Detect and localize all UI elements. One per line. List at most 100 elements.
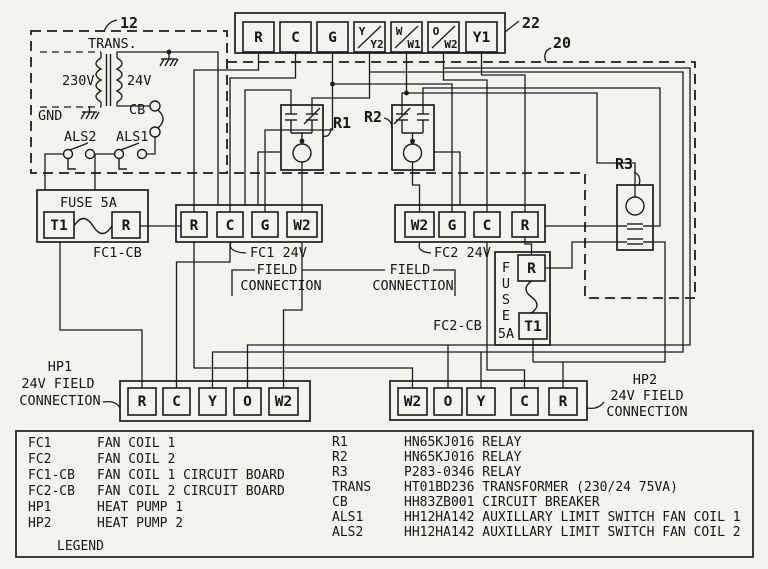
als2-switch-icon bbox=[62, 142, 96, 170]
terminal-y: Y bbox=[359, 25, 366, 38]
terminal-g: G bbox=[328, 30, 337, 46]
legend-term: FC2-CB bbox=[28, 484, 75, 499]
terminal-r: R bbox=[254, 30, 263, 46]
secondary-voltage: 24V bbox=[127, 73, 151, 89]
fc1cb-name: FC1-CB bbox=[93, 245, 142, 261]
ref-20: 20 bbox=[553, 34, 571, 52]
terminal-w: W bbox=[396, 25, 403, 38]
fc2-fuse-letter-e: E bbox=[502, 308, 510, 324]
cb-label: CB bbox=[129, 102, 145, 118]
relay-coil-icon bbox=[625, 196, 645, 216]
legend-term: R3 bbox=[332, 465, 348, 480]
hp1-terminal-w2: W2 bbox=[275, 394, 292, 410]
hp1-terminal-c: C bbox=[172, 394, 181, 410]
hp2-terminal-o: O bbox=[444, 394, 453, 410]
hp2-terminal-w2: W2 bbox=[404, 394, 421, 410]
relay-contacts bbox=[285, 107, 321, 144]
relay-coil-icon bbox=[402, 143, 423, 163]
transformer-title: TRANS. bbox=[88, 36, 137, 52]
r1-label: R1 bbox=[333, 114, 351, 132]
fc1-terminal-r: R bbox=[190, 218, 199, 234]
transformer-unit-boundary bbox=[30, 30, 228, 174]
hp1-terminal-r: R bbox=[138, 394, 147, 410]
terminal-o: O bbox=[433, 25, 440, 38]
hp2-label-1: HP2 bbox=[633, 372, 657, 388]
gnd-ground-icon bbox=[80, 106, 100, 120]
legend-def: FAN COIL 2 bbox=[97, 452, 175, 467]
ref-12: 12 bbox=[120, 14, 138, 32]
hp2-terminal-strip: W2 O Y C R HP2 24V FIELD CONNECTION bbox=[389, 372, 688, 421]
transformer-primary-coil bbox=[95, 57, 103, 103]
hp1-label-3: CONNECTION bbox=[19, 393, 100, 409]
fc1-connection-label: CONNECTION bbox=[240, 278, 321, 294]
fc2-fuse-amps: 5A bbox=[498, 326, 514, 342]
legend-term: ALS1 bbox=[332, 510, 363, 525]
fc1-terminal-g: G bbox=[261, 218, 270, 234]
fc1-terminal-c: C bbox=[226, 218, 235, 234]
legend: FC1 FAN COIL 1 FC2 FAN COIL 2 FC1-CB FAN… bbox=[15, 430, 754, 558]
legend-def: FAN COIL 1 CIRCUIT BOARD bbox=[97, 468, 285, 483]
fc2-circuit-board: F U S E 5A R T1 FC2-CB bbox=[433, 251, 551, 346]
fuse-icon bbox=[73, 217, 113, 235]
terminal-w2: W2 bbox=[444, 38, 457, 51]
legend-term: R2 bbox=[332, 450, 348, 465]
fc2-terminal-r: R bbox=[521, 218, 530, 234]
relay-r2: R2 bbox=[364, 104, 435, 171]
fc2-terminal-c: C bbox=[483, 218, 492, 234]
fc1cb-t1-terminal: T1 bbox=[50, 218, 68, 234]
gnd-label: GND bbox=[38, 108, 62, 124]
fc1-field-label: FIELD bbox=[257, 262, 298, 278]
legend-term: HP1 bbox=[28, 500, 51, 515]
fc2-name: FC2 24V bbox=[434, 245, 491, 261]
fc2cb-t1-terminal: T1 bbox=[524, 319, 542, 335]
fc1-terminal-strip: R C G W2 FC1 24V FIELD CONNECTION bbox=[175, 204, 323, 294]
wires bbox=[44, 49, 691, 388]
hp2-terminal-r: R bbox=[559, 394, 568, 410]
legend-term: CB bbox=[332, 495, 348, 510]
ref-labels: 12 20 bbox=[103, 14, 571, 63]
fc2-fuse-letter-s: S bbox=[502, 292, 510, 308]
ground-icon bbox=[159, 52, 179, 67]
legend-term: TRANS bbox=[332, 480, 371, 495]
hp2-label-2: 24V FIELD bbox=[610, 388, 683, 404]
hp1-terminal-y: Y bbox=[208, 394, 217, 410]
legend-term: FC1 bbox=[28, 436, 51, 451]
r2-label: R2 bbox=[364, 108, 382, 126]
fuse-icon bbox=[525, 280, 538, 314]
legend-term: HP2 bbox=[28, 516, 51, 531]
hp1-label-1: HP1 bbox=[48, 359, 72, 375]
transformer-secondary-coil bbox=[115, 57, 123, 103]
fc2-terminal-strip: W2 G C R FC2 24V FIELD CONNECTION bbox=[372, 204, 546, 294]
thermostat-terminal-strip: R C G Y Y2 W W1 O W2 Y1 22 bbox=[234, 12, 540, 54]
legend-term: R1 bbox=[332, 435, 348, 450]
fc2cb-r-terminal: R bbox=[527, 261, 536, 277]
hp1-terminal-strip: HP1 24V FIELD CONNECTION R C Y O W2 bbox=[19, 359, 311, 422]
fc2-fuse-letter-f: F bbox=[502, 260, 510, 276]
legend-def: HEAT PUMP 2 bbox=[97, 516, 183, 531]
legend-def: HT01BD236 TRANSFORMER (230/24 75VA) bbox=[404, 480, 678, 495]
legend-title: LEGEND bbox=[57, 539, 104, 554]
legend-def: HN65KJ016 RELAY bbox=[404, 450, 522, 465]
terminal-c: C bbox=[291, 30, 300, 46]
als1-label: ALS1 bbox=[116, 129, 149, 145]
relay-r3: R3 bbox=[615, 155, 654, 251]
fc2-connection-label: CONNECTION bbox=[372, 278, 453, 294]
legend-def: HN65KJ016 RELAY bbox=[404, 435, 522, 450]
legend-def: HH12HA142 AUXILLARY LIMIT SWITCH FAN COI… bbox=[404, 510, 741, 525]
als1-switch-icon bbox=[113, 142, 148, 170]
legend-def: P283-0346 RELAY bbox=[404, 465, 522, 480]
terminal-y1: Y1 bbox=[473, 30, 491, 46]
legend-term: ALS2 bbox=[332, 525, 363, 540]
legend-def: FAN COIL 1 bbox=[97, 436, 175, 451]
terminal-w1: W1 bbox=[407, 38, 421, 51]
als2-label: ALS2 bbox=[64, 129, 97, 145]
fc2-fuse-letter-u: U bbox=[502, 276, 510, 292]
relay-r1: R1 bbox=[280, 104, 351, 171]
hp1-label-2: 24V FIELD bbox=[21, 376, 94, 392]
circuit-breaker-icon bbox=[149, 100, 164, 138]
transformer-section: TRANS. 230V 24V GND CB ALS2 bbox=[38, 36, 179, 170]
legend-def: HH83ZB001 CIRCUIT BREAKER bbox=[404, 495, 600, 510]
fc1-name: FC1 24V bbox=[250, 245, 307, 261]
fc1cb-r-terminal: R bbox=[122, 218, 131, 234]
